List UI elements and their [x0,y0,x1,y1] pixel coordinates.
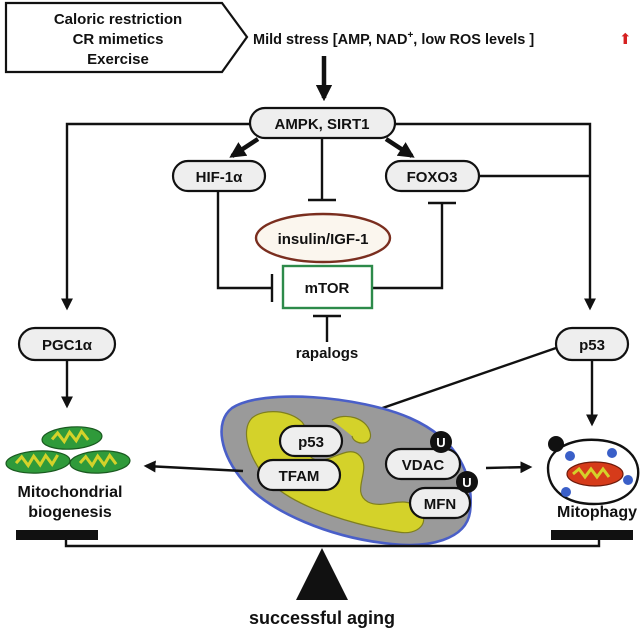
arrow-ampk-to-p53 [395,122,596,311]
node-hif-1a: HIF-1α [171,159,267,193]
node-insulin-igf1: insulin/IGF-1 [254,212,392,264]
successful-aging-label: successful aging [249,608,395,628]
arrow-mito-to-mitophagy [485,461,533,474]
rapalogs-label: rapalogs [296,345,359,362]
foxo3-label: FOXO3 [407,169,458,186]
ubiquitin-label-vdac: U [436,435,445,450]
stress-text-post: , low ROS levels ] [413,32,534,48]
input-caloric-restriction: Caloric restriction [54,11,182,28]
balance-weight-right [551,530,633,540]
up-arrow-icon: ⬆ [619,30,632,48]
mtor-label: mTOR [305,280,350,297]
ampk-sirt1-label: AMPK, SIRT1 [274,116,369,133]
node-mtor: mTOR [281,264,374,310]
ubiquitin-icon-vdac: U [430,431,452,453]
balance-scale [16,530,633,600]
node-ampk-sirt1: AMPK, SIRT1 [248,106,397,140]
small-mitochondrion-icon [69,450,131,474]
biogenesis-label-line2: biogenesis [28,504,112,521]
small-mitochondrion-icon [41,426,103,450]
balance-fulcrum-icon [296,548,348,600]
input-exercise: Exercise [87,51,149,68]
inhibit-hif-to-mtor [216,192,272,290]
mfn-label: MFN [424,496,457,513]
arrow-ampk-to-pgc1a [61,122,250,311]
node-pgc1a: PGC1α [17,326,117,362]
tfam-label: TFAM [279,468,320,485]
arrow-ampk-to-hif [229,137,260,158]
small-mitochondria-icons [5,426,131,474]
pgc1a-label: PGC1α [42,337,93,354]
stress-superscript: + [407,30,413,41]
mito-p53-label: p53 [298,434,324,451]
stress-text-pre: Mild stress [AMP, NAD [253,32,407,48]
inhibit-mtor-to-foxo3 [372,203,444,290]
mitophagy-icon [546,436,640,506]
svg-text:Mild stress [AMP, NAD+, low RO: Mild stress [AMP, NAD+, low ROS levels ] [253,30,534,48]
hif-label: HIF-1α [196,169,244,186]
node-p53: p53 [554,326,630,362]
mito-protein-p53: p53 [278,424,344,458]
mito-protein-mfn: MFN [408,486,472,520]
arrow-mito-to-biogenesis [143,460,244,473]
mitophagy-label: Mitophagy [557,504,637,521]
inputs-box: Caloric restriction CR mimetics Exercise [4,1,249,74]
insulin-label: insulin/IGF-1 [278,231,369,248]
small-mitochondrion-icon [5,450,71,474]
mito-protein-tfam: TFAM [256,458,342,492]
arrow-ampk-to-foxo3 [384,137,415,158]
balance-beam [64,540,601,548]
mild-stress-label: Mild stress [AMP, NAD+, low ROS levels ]… [253,30,632,48]
p53-label: p53 [579,337,605,354]
node-foxo3: FOXO3 [384,159,481,193]
biogenesis-label-line1: Mitochondrial [18,484,123,501]
mito-protein-vdac: VDAC [384,447,462,481]
vdac-label: VDAC [402,457,445,474]
ubiquitin-label-mfn: U [462,475,471,490]
input-cr-mimetics: CR mimetics [73,31,164,48]
ubiquitin-icon-mfn: U [456,471,478,493]
balance-weight-left [16,530,98,540]
